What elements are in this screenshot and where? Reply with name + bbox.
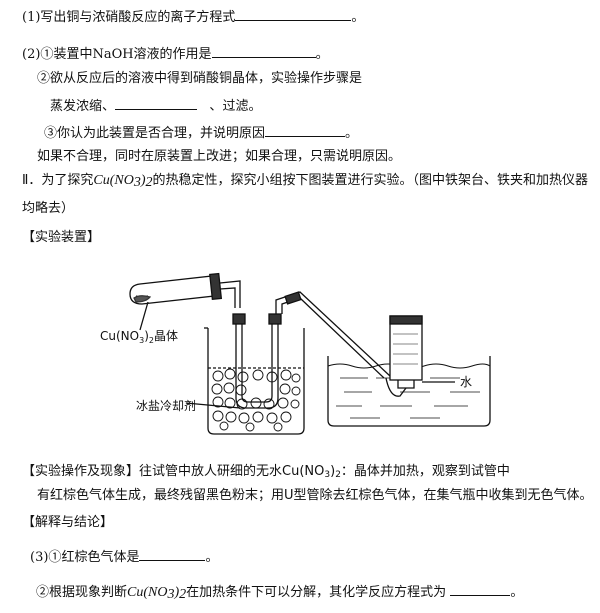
beaker bbox=[204, 327, 305, 435]
operation-line-1: 【实验操作及现象】往试管中放人研细的无水Cu(NO3)2：晶体并加热，观察到试管… bbox=[22, 464, 510, 480]
question-3-part-1: (3)①红棕色气体是。 bbox=[30, 547, 218, 567]
answer-blank-1[interactable] bbox=[235, 7, 352, 21]
question-2-part-2: ②欲从反应后的溶液中得到硝酸铜晶体，实验操作步骤是 bbox=[37, 71, 363, 86]
question-1-text: (1)写出铜与浓硝酸反应的离子方程式 bbox=[22, 10, 236, 25]
apparatus-diagram: Cu(NO3)2晶体 冰盐冷却剂 水 bbox=[100, 272, 491, 435]
part-ii-intro: Ⅱ．为了探究Cu(NO3)2的热稳定性，探究小组按下图装置进行实验。（图中铁架台… bbox=[22, 173, 589, 190]
section-apparatus-heading: 【实验装置】 bbox=[22, 230, 101, 245]
question-2-part-3: ③你认为此装置是否合理，并说明原因。 bbox=[44, 123, 358, 143]
section-conclusion-heading: 【解释与结论】 bbox=[22, 515, 114, 530]
question-1: (1)写出铜与浓硝酸反应的离子方程式。 bbox=[22, 7, 364, 27]
part-ii-intro-cont: 均略去） bbox=[22, 201, 75, 216]
label-water: 水 bbox=[460, 375, 472, 389]
answer-blank-2-1[interactable] bbox=[211, 44, 316, 58]
label-crystal: Cu(NO3)2晶体 bbox=[100, 329, 178, 345]
answer-blank-3-1[interactable] bbox=[139, 547, 206, 561]
u-tube bbox=[232, 291, 391, 409]
gas-collection-bottle bbox=[385, 315, 423, 397]
section-operation-heading: 【实验操作及现象】 bbox=[22, 464, 140, 479]
question-3-part-2: ②根据现象判断Cu(NO3)2在加热条件下可以分解，其化学反应方程式为 。 bbox=[36, 582, 523, 604]
question-2-part-1: (2)①装置中NaOH溶液的作用是。 bbox=[22, 44, 329, 64]
test-tube bbox=[129, 272, 241, 308]
question-2-note: 如果不合理，同时在原装置上改进；如果合理，只需说明原因。 bbox=[37, 149, 402, 164]
answer-blank-3-2[interactable] bbox=[450, 582, 511, 596]
answer-blank-2-2[interactable] bbox=[115, 96, 198, 110]
operation-line-2: 有红棕色气体生成，最终残留黑色粉末；用U型管除去红棕色气体，在集气瓶中收集到无色… bbox=[37, 488, 593, 503]
label-coolant: 冰盐冷却剂 bbox=[136, 398, 196, 413]
answer-blank-2-3[interactable] bbox=[265, 123, 346, 137]
question-2-part-2-steps: 蒸发浓缩、 、过滤。 bbox=[50, 96, 261, 116]
